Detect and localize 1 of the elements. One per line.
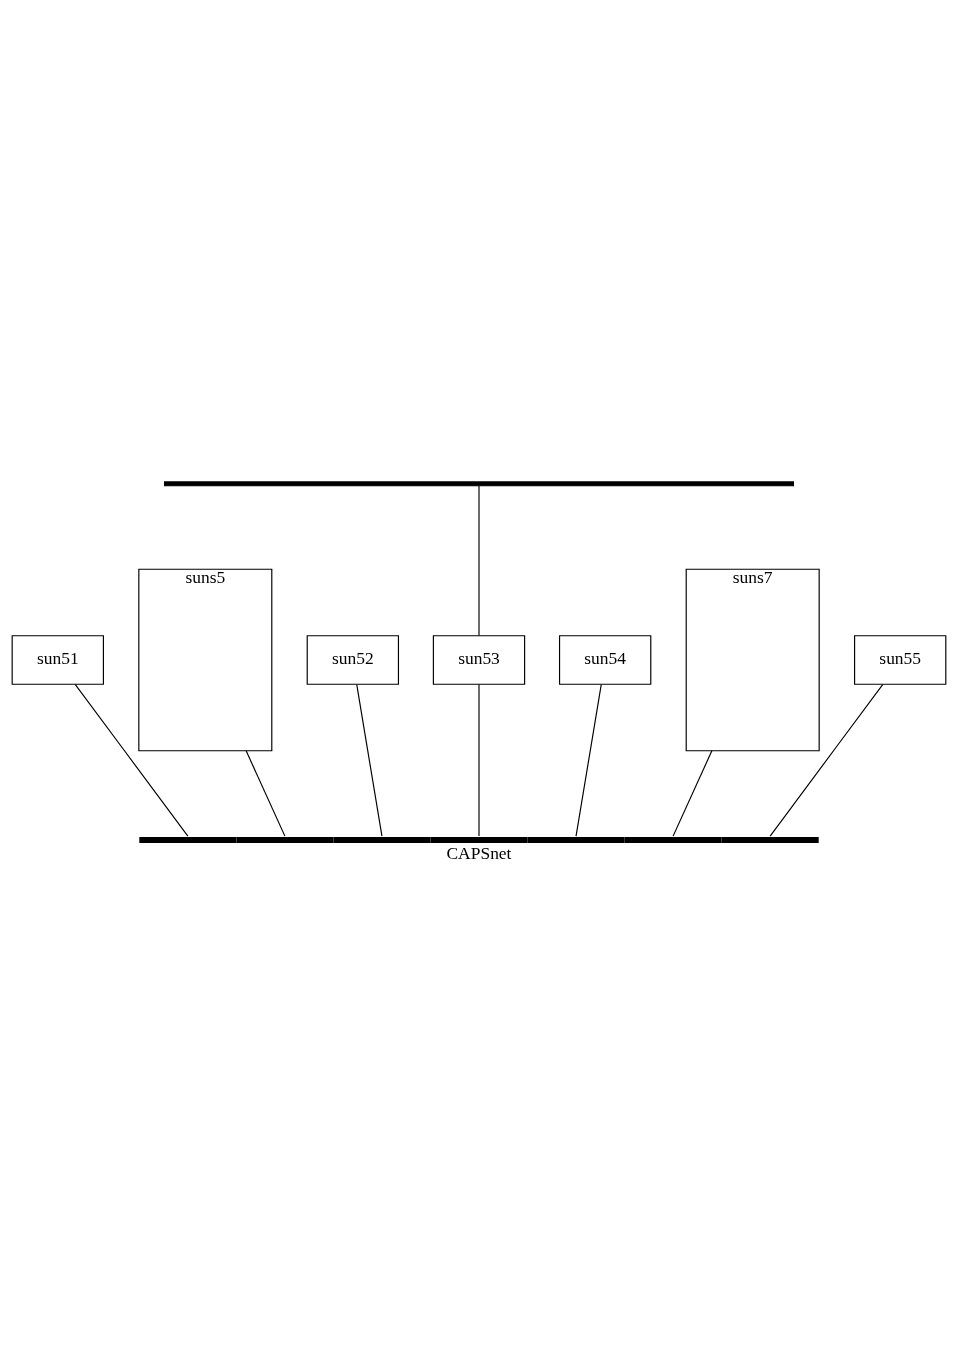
node-label: CAPSnet [446,842,512,863]
